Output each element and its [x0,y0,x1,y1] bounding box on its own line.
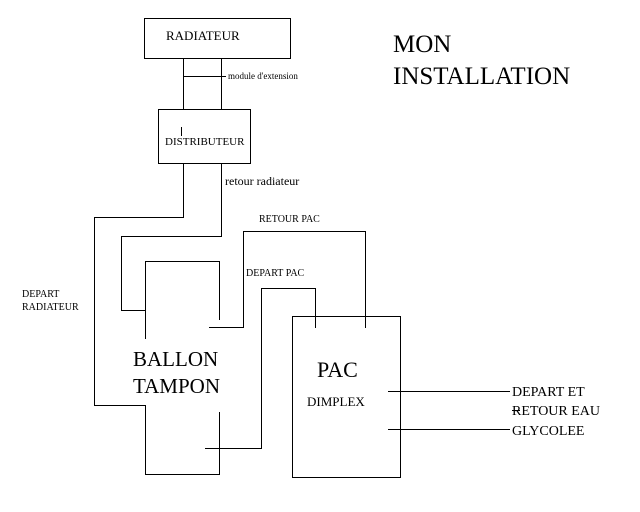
distributeur-box [158,109,251,164]
radiateur-label: RADIATEUR [166,28,240,43]
ballon-tampon-box-bottom [145,405,220,475]
pac-box [292,316,401,478]
pipe-depart-pac [205,288,316,449]
pipe-retour-pac [209,231,366,328]
eau-glycolee-label-line1: DEPART ET [512,385,585,400]
tampon-label: TAMPON [133,374,220,398]
retour-radiateur-label: retour radiateur [225,174,299,188]
ballon-tampon-box [145,261,220,339]
distributeur-label: DISTRIBUTEUR [165,136,245,148]
eau-glycolee-label-line3: GLYCOLEE [512,424,584,439]
depart-pac-label: DEPART PAC [246,268,305,279]
retour-pac-label: RETOUR PAC [259,214,320,225]
pac-label: PAC [317,357,358,382]
pipe-retour-radiateur [121,164,222,311]
eau-glycolee-label-line2: RETOUR EAU [512,404,600,419]
depart-radiateur-label-line2: RADIATEUR [22,302,79,313]
title-line1: MON [393,31,451,58]
title-line2: INSTALLATION [393,63,570,90]
pipe-depart-radiateur [94,164,184,406]
radiateur-box [144,18,291,59]
pac-brand-label: DIMPLEX [307,394,365,409]
module-extension-label: module d'extension [228,71,298,81]
depart-radiateur-label-line1: DEPART [22,289,59,300]
ballon-label: BALLON [133,347,218,371]
